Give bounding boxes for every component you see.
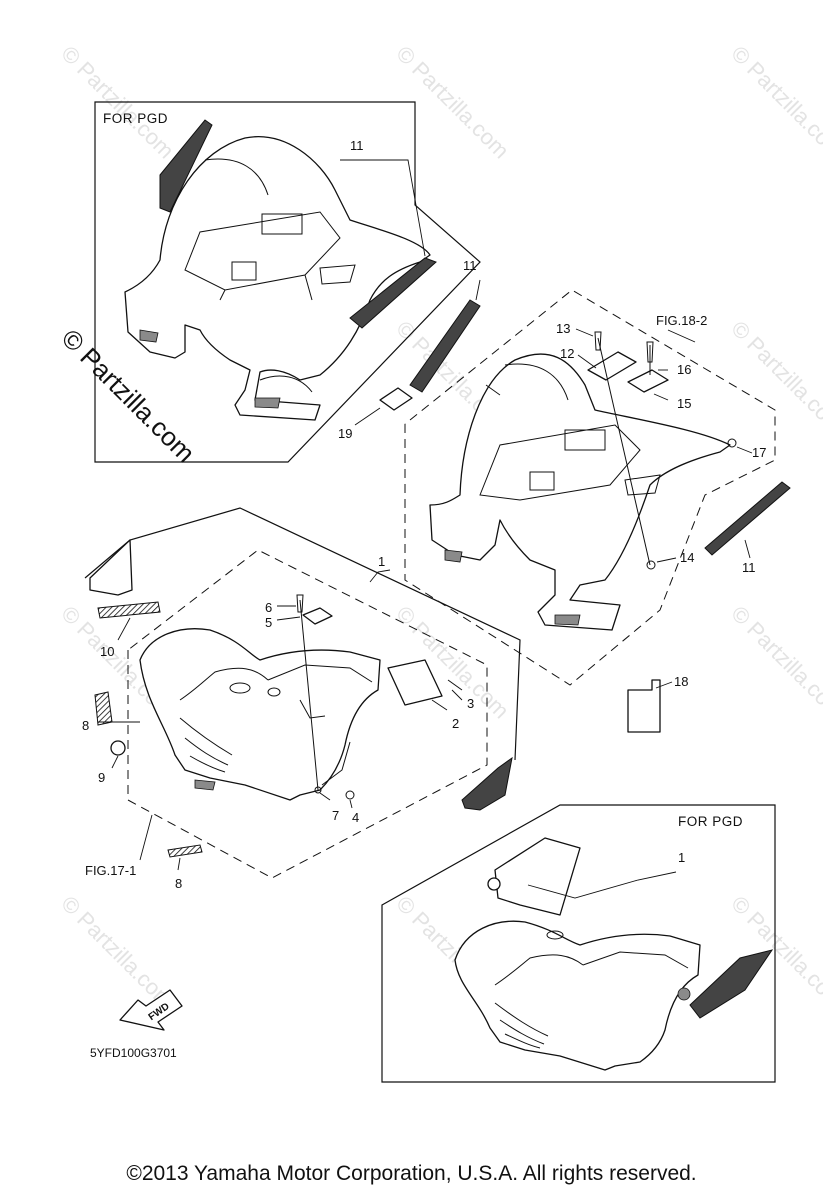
frame-title-front-pgd: FOR PGD bbox=[678, 814, 743, 829]
front-fender-group: 1 bbox=[82, 507, 521, 891]
decal-12 bbox=[587, 351, 637, 381]
rear-fender bbox=[429, 353, 731, 631]
reflector-10 bbox=[97, 601, 161, 619]
label-18-group: 18 bbox=[627, 674, 688, 733]
watermark: © Partzilla.com bbox=[726, 601, 823, 724]
callout-6: 6 bbox=[265, 600, 272, 615]
callout-19: 19 bbox=[338, 426, 352, 441]
callout-17: 17 bbox=[752, 445, 766, 460]
decal-15 bbox=[627, 369, 669, 393]
callout-7: 7 bbox=[332, 808, 339, 823]
callout-4: 4 bbox=[352, 810, 359, 825]
clip-17 bbox=[727, 438, 737, 448]
callout-11: 11 bbox=[463, 258, 477, 273]
copyright: ©2013 Yamaha Motor Corporation, U.S.A. A… bbox=[126, 1162, 697, 1185]
watermark: © Partzilla.com bbox=[726, 41, 823, 164]
fig-ref-front: FIG.17-1 bbox=[85, 863, 136, 878]
fig-ref-rear: FIG.18-2 bbox=[656, 313, 707, 328]
front-fender bbox=[139, 628, 381, 801]
callout-9: 9 bbox=[98, 770, 105, 785]
decal-1-top bbox=[89, 539, 133, 596]
callout-15: 15 bbox=[677, 396, 691, 411]
rear-fender-pgd-group: FOR PGD 11 bbox=[94, 101, 481, 463]
grommet-7 bbox=[314, 786, 322, 794]
decal-11-right bbox=[704, 481, 791, 556]
reflector-8-top bbox=[94, 691, 113, 726]
fwd-arrow-icon bbox=[119, 989, 183, 1031]
decal-11-pgd-right bbox=[349, 257, 437, 329]
callout-12: 12 bbox=[560, 346, 574, 361]
decal-11-pgd-left bbox=[159, 119, 213, 213]
callout-13: 13 bbox=[556, 321, 570, 336]
front-fender-pgd-group: FOR PGD 1 bbox=[381, 804, 776, 1083]
decal-5 bbox=[302, 607, 333, 625]
callout-8: 8 bbox=[175, 876, 182, 891]
decal-1-pgd bbox=[494, 837, 581, 916]
callout-3: 3 bbox=[467, 696, 474, 711]
diagram-code: 5YFD100G3701 bbox=[90, 1046, 177, 1060]
callout-11: 11 bbox=[350, 138, 364, 153]
rear-fender-group: FIG.18-2 11 13 bbox=[338, 258, 791, 686]
callout-8: 8 bbox=[82, 718, 89, 733]
frame-rear-pgd bbox=[94, 101, 481, 463]
decal-pgd-front-side bbox=[689, 949, 774, 1019]
callout-1: 1 bbox=[378, 554, 385, 569]
front-fender-pgd bbox=[454, 920, 701, 1071]
nut-4 bbox=[345, 790, 355, 800]
decal-11-top bbox=[409, 299, 481, 393]
callout-16: 16 bbox=[677, 362, 691, 377]
callout-18: 18 bbox=[674, 674, 688, 689]
fwd-indicator: FWD bbox=[119, 989, 183, 1031]
decal-pgd-side bbox=[461, 756, 513, 811]
frame-title-rear-pgd: FOR PGD bbox=[103, 111, 168, 126]
plate-2 bbox=[387, 659, 443, 706]
callout-1: 1 bbox=[678, 850, 685, 865]
label-18 bbox=[627, 679, 661, 733]
grommet-14 bbox=[646, 560, 656, 570]
frame-front-pgd bbox=[381, 804, 776, 1083]
watermark: © Partzilla.com bbox=[391, 601, 514, 724]
callout-2: 2 bbox=[452, 716, 459, 731]
callout-14: 14 bbox=[680, 550, 694, 565]
cap-9 bbox=[110, 740, 126, 756]
reflector-8-bottom bbox=[167, 844, 203, 858]
label-19 bbox=[379, 387, 413, 411]
callout-5: 5 bbox=[265, 615, 272, 630]
watermark: © Partzilla.com bbox=[56, 891, 179, 1014]
callout-11: 11 bbox=[742, 560, 756, 575]
callout-10: 10 bbox=[100, 644, 114, 659]
